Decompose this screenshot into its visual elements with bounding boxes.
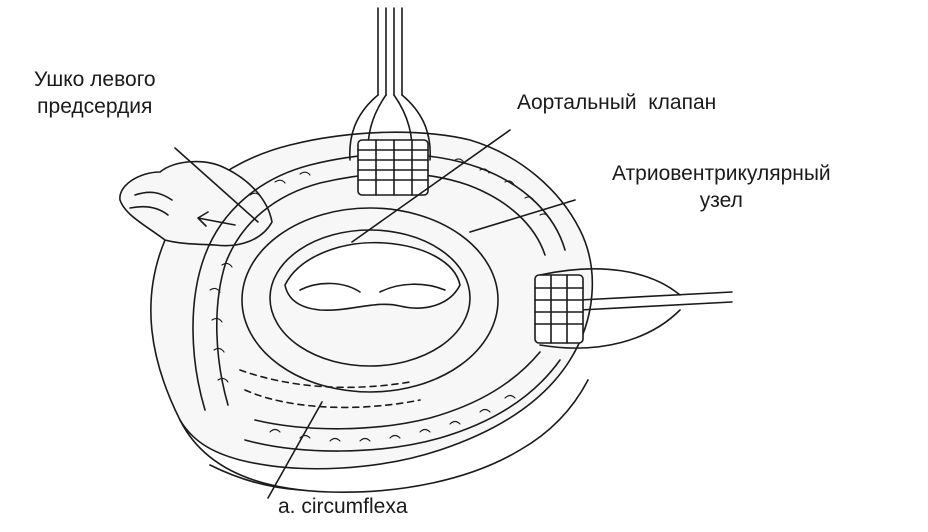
right-retractor [534, 268, 733, 349]
leader-line-appendage [174, 147, 259, 223]
leader-line-circumflex [267, 401, 323, 499]
label-av-node-line2: узел [699, 189, 743, 212]
mitral-orifice [284, 241, 461, 312]
label-aortic-valve: Аортальный клапан [517, 91, 717, 114]
leader-line-aortic [351, 129, 511, 243]
label-av-node-line1: Атриовентрикулярный [612, 162, 831, 185]
label-left-atrial-appendage: Ушко левого предсердия [34, 66, 156, 120]
label-left-atrial-appendage-line1: Ушко левого [34, 68, 156, 91]
muscle-rim-outer [192, 153, 566, 411]
top-retractor [349, 7, 431, 196]
label-av-node: Атриовентрикулярный узел [612, 160, 831, 214]
leader-line-av-node [469, 199, 576, 233]
mitral-annulus-outer [241, 207, 499, 393]
arrow-icon [197, 211, 236, 227]
circumflex-dashed-course [244, 389, 421, 409]
muscle-rim-inner [215, 172, 546, 406]
label-circumflex: a. circumflexa [278, 495, 408, 518]
label-left-atrial-appendage-line2: предсердия [37, 95, 153, 118]
